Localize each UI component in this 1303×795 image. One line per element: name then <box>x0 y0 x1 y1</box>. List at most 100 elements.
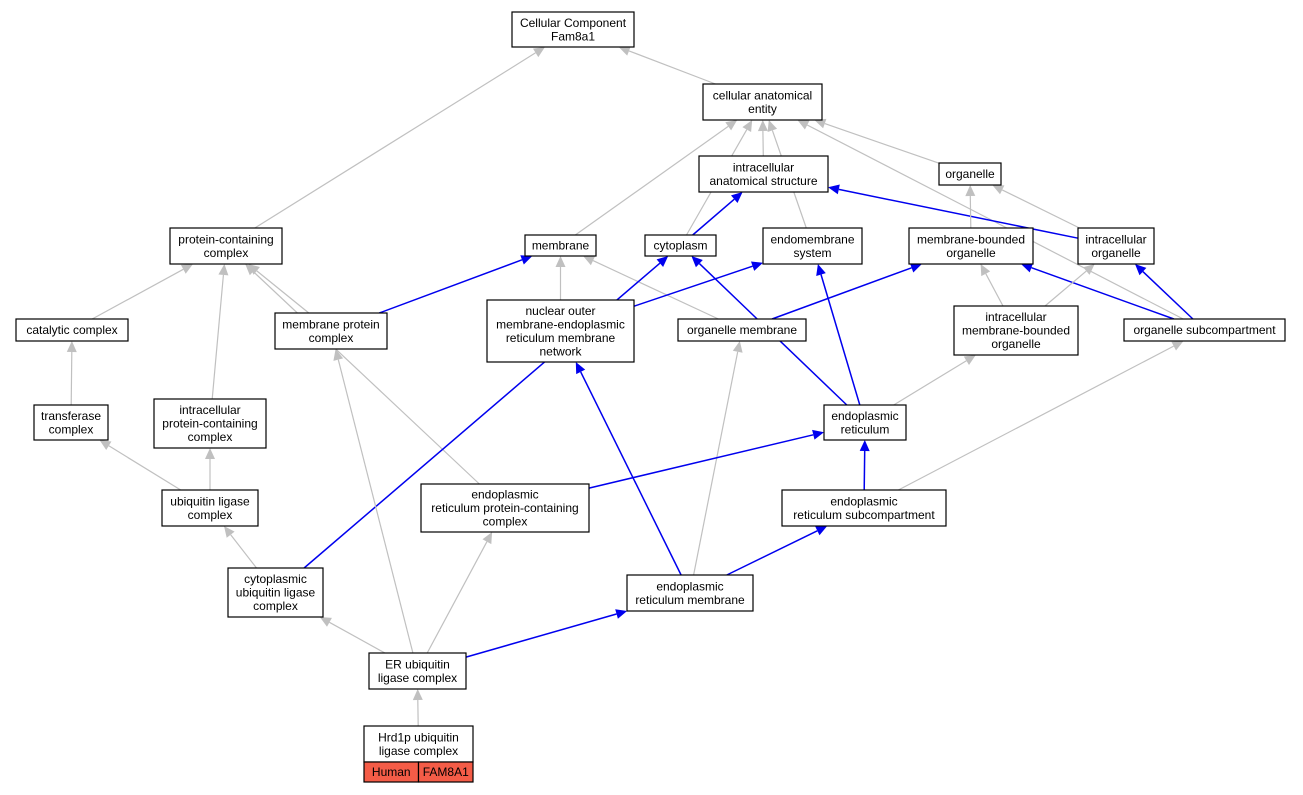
node-label: endomembrane <box>770 232 854 246</box>
node-label: protein-containing <box>178 232 273 246</box>
node-label: reticulum membrane <box>635 593 745 607</box>
node-box <box>368 652 467 690</box>
edge-orgmem-to-mbo <box>771 263 922 320</box>
node-label: ligase complex <box>378 671 457 685</box>
edge-erulc-to-culc <box>319 617 386 654</box>
edge-er-to-imbo <box>893 355 976 406</box>
node-label: cellular anatomical <box>713 88 812 102</box>
edge-ersub-to-er <box>859 440 870 491</box>
node-label: endoplasmic <box>831 409 898 423</box>
edge-organelle-to-cae <box>814 118 940 164</box>
node-box <box>698 155 829 193</box>
annotation-label: FAM8A1 <box>423 765 469 779</box>
node-nomer[interactable]: nuclear outermembrane-endoplasmicreticul… <box>486 299 635 363</box>
node-box <box>823 404 907 441</box>
node-label: ubiquitin ligase <box>170 494 250 508</box>
node-label: anatomical structure <box>709 174 817 188</box>
node-label: endoplasmic <box>830 494 897 508</box>
edge-cae-to-root <box>618 46 716 85</box>
node-label: intracellular <box>179 403 240 417</box>
node-label: membrane-bounded <box>962 324 1070 338</box>
node-osc[interactable]: organelle subcompartment <box>1123 318 1286 342</box>
node-box <box>169 227 283 265</box>
edge-pcc-to-root <box>254 47 545 229</box>
node-label: Cellular Component <box>520 16 627 30</box>
node-box <box>15 318 129 342</box>
node-label: reticulum membrane <box>506 331 616 345</box>
edge-ipcc-to-pcc <box>211 264 229 400</box>
node-label: intracellular <box>1085 232 1146 246</box>
node-label: network <box>539 344 582 358</box>
edge-osc-to-mbo <box>1021 263 1175 320</box>
edge-erpcc-to-er <box>588 429 824 489</box>
edge-ulc-to-ipcc <box>205 448 215 490</box>
node-membrane[interactable]: membrane <box>524 234 597 257</box>
edge-imbo-to-io <box>1044 264 1095 307</box>
node-label: complex <box>309 331 354 345</box>
node-label: complex <box>188 508 233 522</box>
edge-erm-to-nomer <box>575 362 682 576</box>
node-cytoplasm[interactable]: cytoplasm <box>644 234 717 257</box>
node-label: complex <box>188 430 233 444</box>
node-label: protein-containing <box>162 417 257 431</box>
edge-erulc-to-mpc <box>333 349 414 654</box>
edge-mpc-to-membrane <box>379 255 533 314</box>
node-label: ligase complex <box>379 744 458 758</box>
node-label: reticulum protein-containing <box>431 501 578 515</box>
node-box <box>420 483 590 533</box>
node-label: Fam8a1 <box>551 29 595 43</box>
node-label: complex <box>49 422 94 436</box>
node-box <box>781 489 947 527</box>
node-organelle[interactable]: organelle <box>938 162 1002 186</box>
node-label: membrane <box>532 239 590 253</box>
edge-erm-to-ersub <box>726 526 828 576</box>
node-label: transferase <box>41 409 101 423</box>
node-catalytic[interactable]: catalytic complex <box>15 318 129 342</box>
node-label: membrane-endoplasmic <box>496 317 625 331</box>
edge-osc-to-io <box>1135 264 1194 320</box>
node-label: membrane protein <box>282 317 379 331</box>
node-label: organelle subcompartment <box>1133 323 1276 337</box>
edge-io-to-ias <box>828 184 1079 239</box>
node-label: ubiquitin ligase <box>236 586 316 600</box>
node-label: intracellular <box>733 160 794 174</box>
node-box <box>908 227 1034 265</box>
edge-membrane-to-cae <box>574 120 738 236</box>
edge-ulc-to-transferase <box>99 440 182 491</box>
node-label: catalytic complex <box>26 323 117 337</box>
node-orgmem[interactable]: organelle membrane <box>677 318 807 342</box>
node-label: organelle <box>946 246 996 260</box>
node-box <box>511 11 635 48</box>
edge-erulc-to-erpcc <box>426 532 493 654</box>
node-label: organelle <box>991 337 1041 351</box>
node-box <box>626 574 754 612</box>
edge-erm-to-orgmem <box>693 341 743 576</box>
edge-ias-to-cae <box>757 120 768 157</box>
node-box <box>762 227 863 265</box>
node-box <box>227 567 324 618</box>
edge-hrd1-to-erulc <box>412 689 423 727</box>
edge-imbo-to-mbo <box>980 264 1004 307</box>
node-label: system <box>793 246 831 260</box>
